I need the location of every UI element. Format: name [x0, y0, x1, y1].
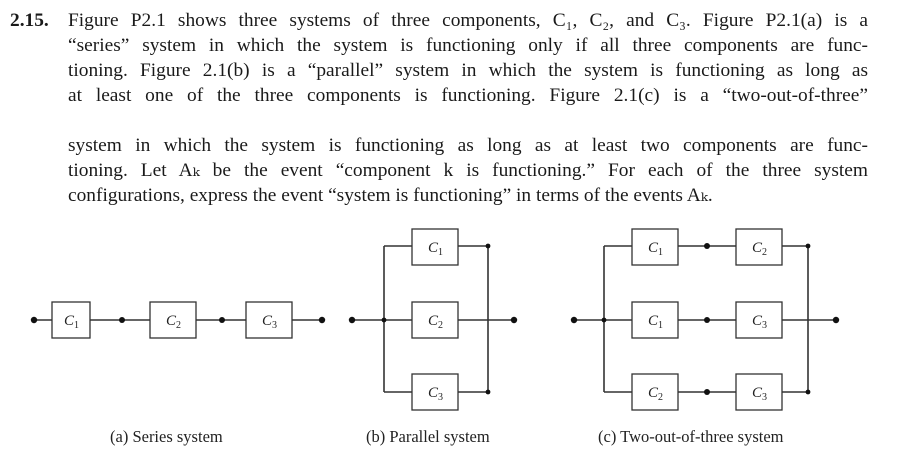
component-box-c2: [149, 301, 197, 339]
caption-two-of-three: (c) Two-out-of-three system: [598, 427, 784, 446]
text-line: “series” system in which the system is f…: [68, 35, 868, 56]
text-line: tioning. Figure 2.1(b) is a “parallel” s…: [68, 60, 868, 81]
component-box-c3: [411, 373, 459, 411]
text-line: Figure P2.1 shows three systems of three…: [68, 10, 868, 31]
text-line: tioning. Let Aₖ be the event “component …: [68, 160, 868, 181]
component-box-c1: [631, 301, 679, 339]
component-box-c1: [411, 228, 459, 266]
problem-number: 2.15.: [10, 10, 49, 31]
caption-series: (a) Series system: [110, 427, 223, 446]
text-line: configurations, express the event “syste…: [68, 185, 713, 206]
component-box-c2: [411, 301, 459, 339]
parallel-system-diagram: [348, 228, 518, 411]
problem-text-block-1: Figure P2.1 shows three systems of three…: [68, 8, 868, 108]
component-box-c2: [735, 228, 783, 266]
component-box-c3: [735, 301, 783, 339]
problem-text-block-2: system in which the system is functionin…: [68, 133, 868, 208]
text-line: system in which the system is functionin…: [68, 135, 868, 156]
component-box-c3: [735, 373, 783, 411]
junction-markers: [381, 243, 811, 395]
two-of-three-system-diagram: [570, 228, 840, 411]
component-box-c2: [631, 373, 679, 411]
component-box-c1: [51, 301, 91, 339]
component-box-c1: [631, 228, 679, 266]
caption-parallel: (b) Parallel system: [366, 427, 490, 446]
text-line: at least one of the three components is …: [68, 85, 868, 106]
series-system-diagram: [30, 301, 326, 339]
